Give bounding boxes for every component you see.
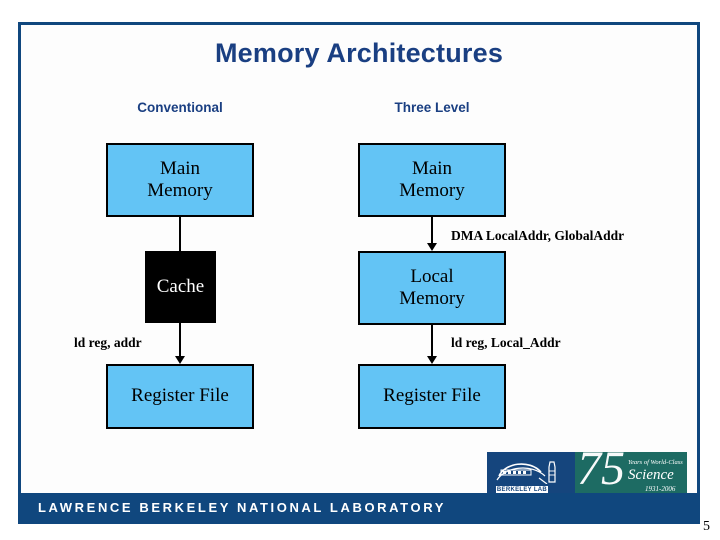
anniversary-tagline-years: 1931-2006 xyxy=(645,485,676,493)
box-label-line2: Memory xyxy=(399,180,465,201)
box-label-line2: Memory xyxy=(147,180,213,201)
arrow-head-icon xyxy=(427,243,437,251)
column-heading-three-level: Three Level xyxy=(394,100,470,115)
connector-cache-to-register-file xyxy=(179,323,181,357)
lab-building-icon xyxy=(496,461,556,484)
anniversary-75-badge: 75 Years of World-Class Science 1931-200… xyxy=(575,452,687,499)
box-label-line1: Main xyxy=(411,157,453,179)
box-label-line1: Register File xyxy=(383,385,481,407)
box-three-level-register-file: Register File xyxy=(358,364,506,429)
box-three-level-main-memory: Main Memory xyxy=(358,143,506,217)
footer-band xyxy=(18,493,700,524)
berkeley-lab-logo: BERKELEY LAB xyxy=(487,452,575,499)
box-label-line2: Memory xyxy=(399,288,465,309)
edge-label-ld-reg-addr: ld reg, addr xyxy=(74,335,142,350)
connector-main-to-cache xyxy=(179,217,181,251)
box-three-level-local-memory: Local Memory xyxy=(358,251,506,325)
connector-local-to-register-file xyxy=(431,325,433,357)
column-heading-conventional: Conventional xyxy=(137,100,223,115)
footer-organization-name: LAWRENCE BERKELEY NATIONAL LABORATORY xyxy=(38,500,446,515)
box-conventional-register-file: Register File xyxy=(106,364,254,429)
box-label-line1: Main xyxy=(159,157,201,179)
page-number: 5 xyxy=(703,519,710,534)
connector-main-to-local-memory xyxy=(431,217,433,244)
arrow-head-icon xyxy=(427,356,437,364)
edge-label-dma: DMA LocalAddr, GlobalAddr xyxy=(451,228,625,243)
anniversary-tagline-top: Years of World-Class xyxy=(628,459,683,466)
box-label-line1: Register File xyxy=(131,385,229,407)
anniversary-tagline-main: Science xyxy=(628,467,674,483)
box-conventional-main-memory: Main Memory xyxy=(106,143,254,217)
edge-label-ld-reg-local-addr: ld reg, Local_Addr xyxy=(451,335,561,350)
berkeley-lab-wordmark: BERKELEY LAB xyxy=(496,486,548,495)
anniversary-number: 75 xyxy=(577,452,625,495)
page-title: Memory Architectures xyxy=(214,38,504,68)
arrow-head-icon xyxy=(175,356,185,364)
box-conventional-cache: Cache xyxy=(145,251,216,323)
box-label-line1: Cache xyxy=(156,275,205,297)
berkeley-lab-75th-logo: BERKELEY LAB 75 Years of World-Class Sci… xyxy=(487,452,687,499)
box-label-line1: Local xyxy=(410,265,454,287)
